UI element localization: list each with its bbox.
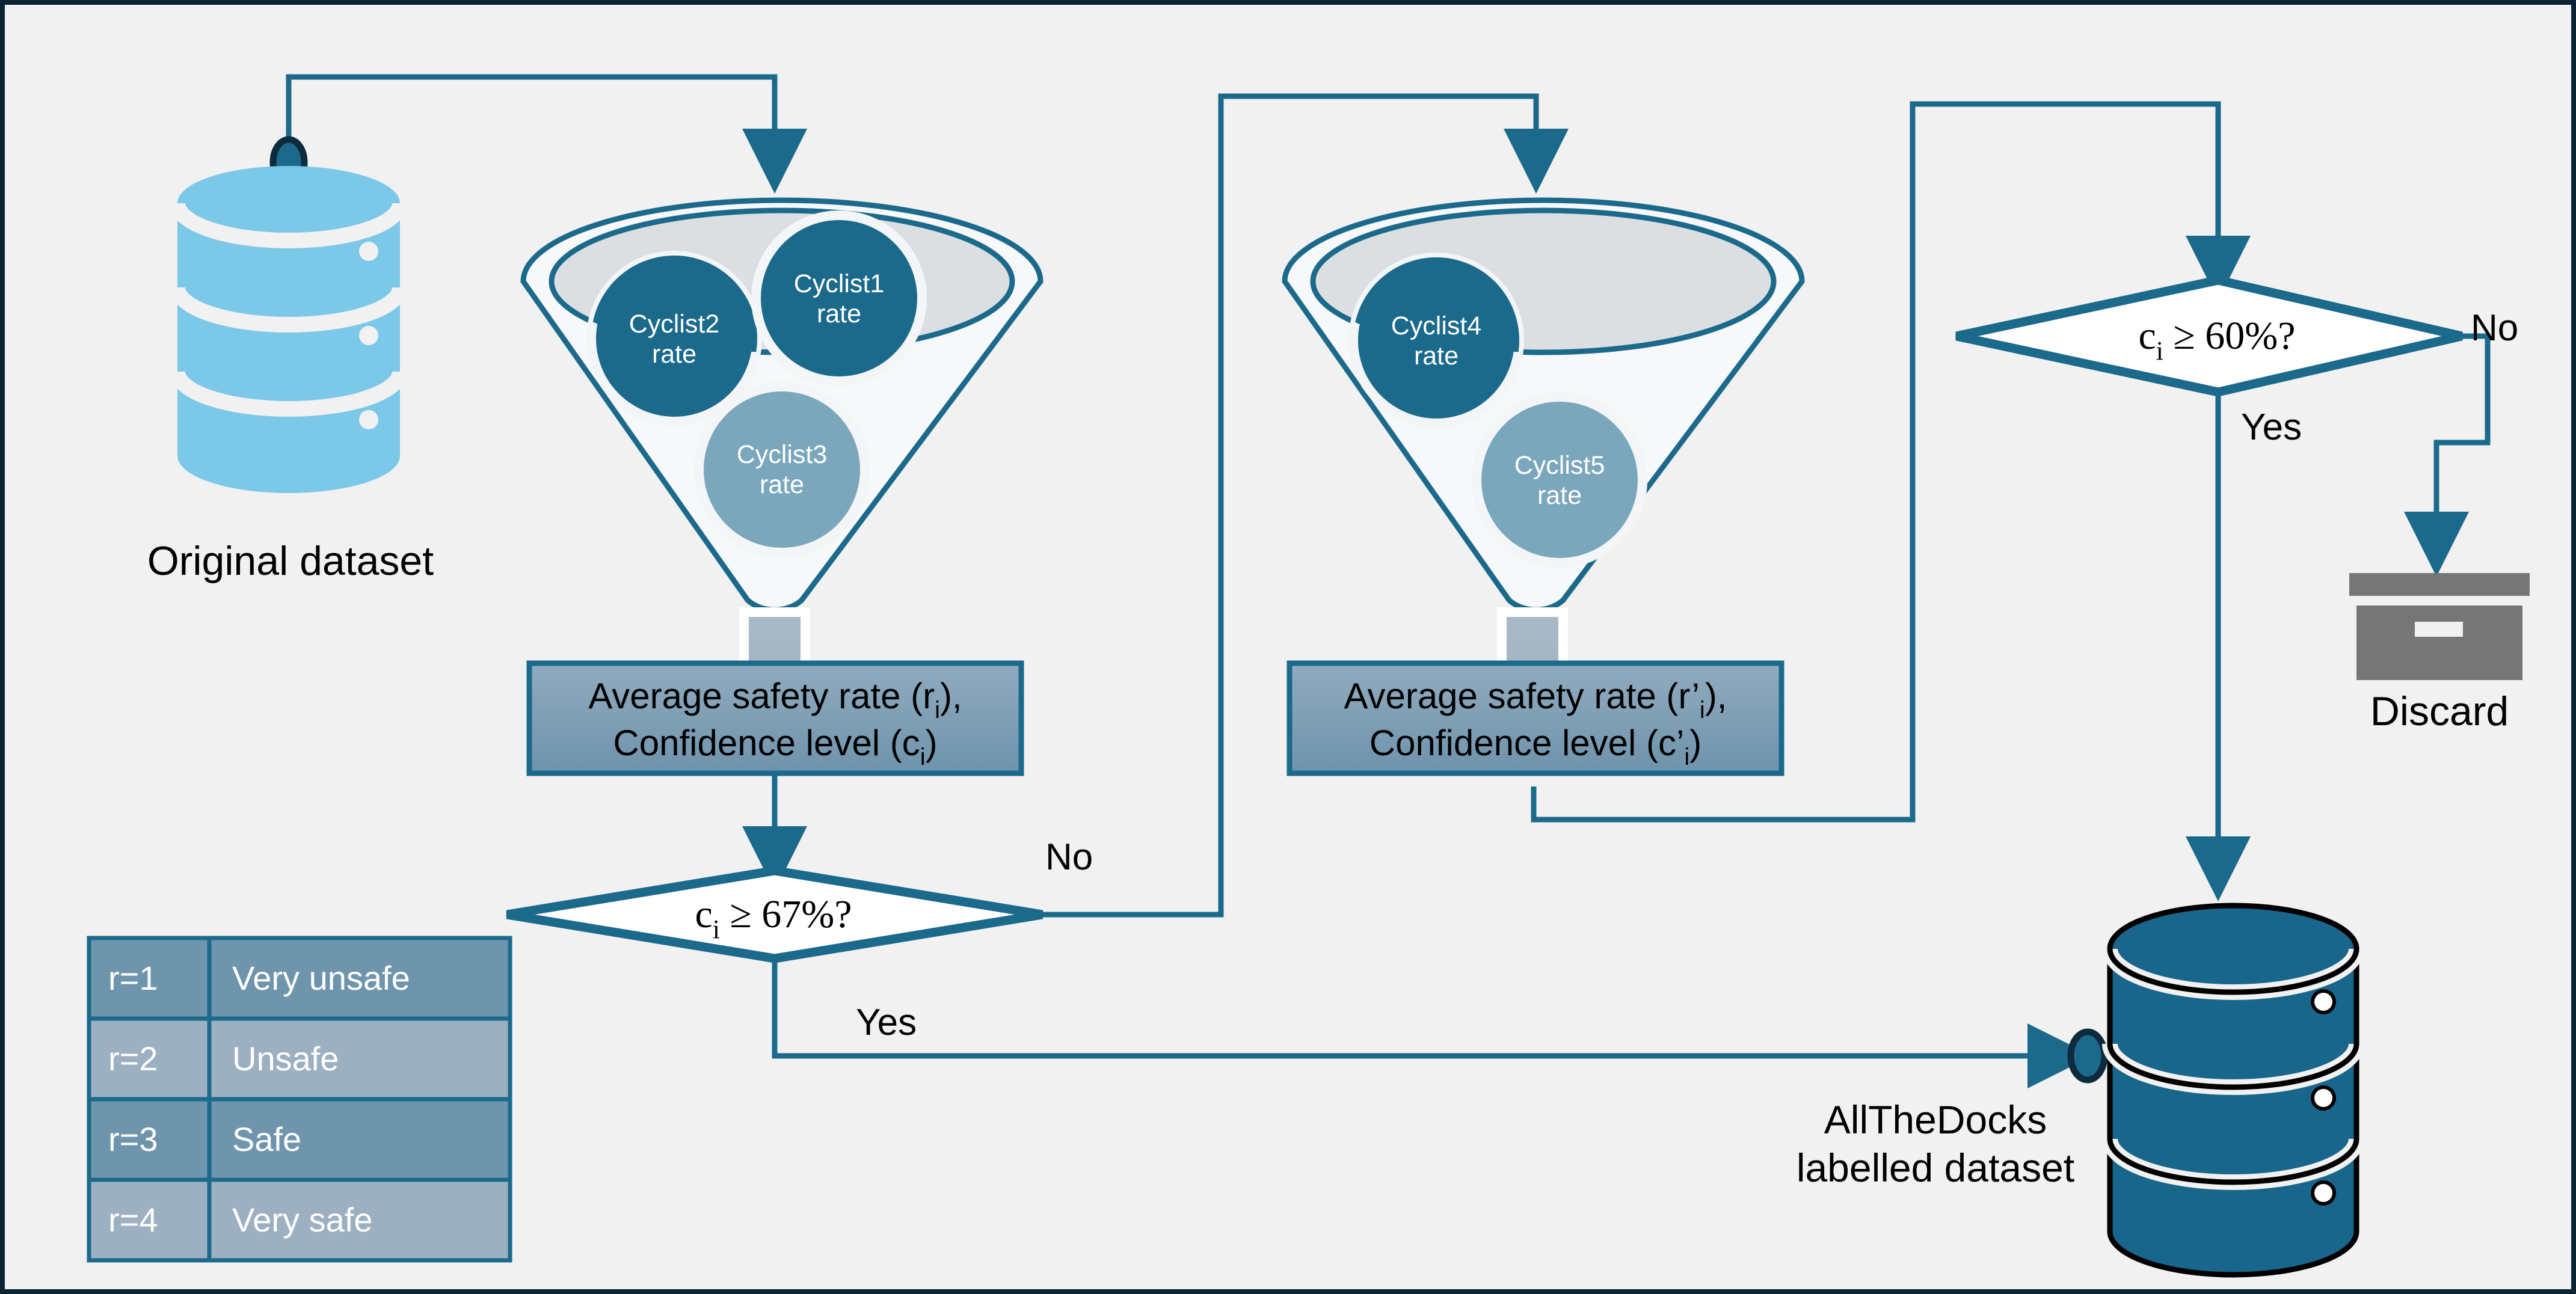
svg-text:rate: rate (1537, 481, 1582, 510)
process1-line2-sub: i (920, 744, 926, 770)
process-box-2: Average safety rate (r’i), Confidence le… (1286, 660, 1784, 776)
original-dataset-icon (170, 136, 408, 493)
svg-text:ci ≥ 67%?: ci ≥ 67%? (695, 892, 852, 944)
process2-line2-sub: i (1684, 744, 1689, 770)
process1-line2-pre: Confidence level (c (613, 723, 920, 763)
funnel1-circle-cyclist1: Cyclist1 rate (751, 210, 927, 386)
funnel2-circle-cyclist4: Cyclist4 rate (1348, 253, 1524, 428)
funnel2-circle-cyclist5: Cyclist5 rate (1472, 392, 1647, 568)
legend-row-0: r=1 Very unsafe (87, 936, 512, 1021)
discard-label: Discard (2370, 688, 2509, 734)
decision2-post: ≥ 60%? (2163, 314, 2296, 358)
decision-diamond-1[interactable]: ci ≥ 67%? (506, 866, 1044, 963)
output-dataset-icon (2067, 903, 2364, 1278)
decision2-pre: c (2138, 314, 2156, 358)
connector-no2-to-discard (2404, 333, 2491, 577)
svg-text:rate: rate (760, 470, 804, 499)
decision2-no-label: No (2471, 307, 2519, 349)
discard-icon (2349, 573, 2530, 680)
svg-text:ci ≥ 60%?: ci ≥ 60%? (2138, 314, 2295, 366)
decision-diamond-2[interactable]: ci ≥ 60%? (1955, 275, 2463, 397)
connector-yes1-to-output (772, 960, 2092, 1088)
legend-code-3: r=4 (108, 1201, 158, 1239)
svg-text:Confidence level (ci): Confidence level (ci) (613, 723, 937, 770)
legend-code-2: r=3 (108, 1120, 158, 1158)
process-box-1: Average safety rate (ri), Confidence lev… (526, 660, 1024, 776)
legend-meaning-3: Very safe (232, 1201, 372, 1239)
decision1-post: ≥ 67%? (720, 892, 852, 936)
svg-text:Confidence level (c’i): Confidence level (c’i) (1369, 723, 1701, 770)
process1-line1-sub: i (935, 697, 940, 723)
decision2-sub: i (2156, 336, 2163, 366)
svg-text:Cyclist1: Cyclist1 (794, 269, 885, 298)
funnel1-circle-cyclist3: Cyclist3 rate (694, 382, 870, 557)
svg-text:rate: rate (1414, 342, 1459, 370)
process2-line1-post: ), (1705, 676, 1727, 716)
svg-text:Average safety rate (ri),: Average safety rate (ri), (588, 676, 962, 723)
svg-text:rate: rate (652, 340, 696, 369)
process1-line1-pre: Average safety rate (r (588, 676, 935, 716)
legend-row-1: r=2 Unsafe (87, 1016, 512, 1102)
svg-text:rate: rate (817, 299, 861, 328)
legend-table: r=1 Very unsafe r=2 Unsafe r=3 Safe r=4 … (87, 936, 512, 1263)
flowchart-svg: Cyclist3 rate Cyclist2 rate Cyclist1 rat… (87, 74, 2530, 1278)
legend-row-2: r=3 Safe (87, 1097, 512, 1182)
decision1-pre: c (695, 892, 712, 936)
legend-code-0: r=1 (108, 959, 158, 997)
legend-meaning-0: Very unsafe (232, 959, 410, 997)
funnel1-circle-cyclist2: Cyclist2 rate (586, 251, 762, 426)
connector-process2-to-decision2 (1531, 101, 2251, 823)
funnel-2: Cyclist5 rate Cyclist4 rate (1282, 197, 1805, 613)
connector-no1-to-funnel2 (1039, 93, 1569, 918)
legend-code-1: r=2 (108, 1040, 158, 1078)
connector-dataset-to-funnel1 (286, 74, 807, 194)
legend-meaning-2: Safe (232, 1120, 301, 1158)
decision1-yes-label: Yes (856, 1002, 917, 1043)
decision2-yes-label: Yes (2241, 406, 2302, 448)
decision1-no-label: No (1045, 836, 1093, 878)
output-dataset-label-line2: labelled dataset (1796, 1145, 2075, 1190)
funnel-1: Cyclist3 rate Cyclist2 rate Cyclist1 rat… (520, 197, 1044, 613)
svg-text:Cyclist3: Cyclist3 (737, 440, 828, 469)
svg-text:Cyclist2: Cyclist2 (629, 310, 720, 339)
process2-line1-sub: i (1700, 697, 1705, 723)
original-dataset-label: Original dataset (147, 538, 434, 584)
svg-text:Average safety rate (r’i),: Average safety rate (r’i), (1344, 676, 1727, 723)
svg-text:Cyclist4: Cyclist4 (1391, 311, 1482, 340)
process2-line1-pre: Average safety rate (r’ (1344, 676, 1700, 716)
decision1-sub: i (713, 915, 720, 944)
process2-line2-pre: Confidence level (c’ (1369, 723, 1685, 763)
process1-line1-post: ), (940, 676, 962, 716)
legend-meaning-1: Unsafe (232, 1040, 339, 1078)
output-dataset-label-line1: AllTheDocks (1824, 1097, 2047, 1142)
svg-text:Cyclist5: Cyclist5 (1514, 451, 1605, 480)
legend-row-3: r=4 Very safe (87, 1177, 512, 1263)
process1-line2-post: ) (926, 723, 938, 763)
process2-line2-post: ) (1689, 723, 1701, 763)
connector-layer (286, 74, 2491, 1088)
